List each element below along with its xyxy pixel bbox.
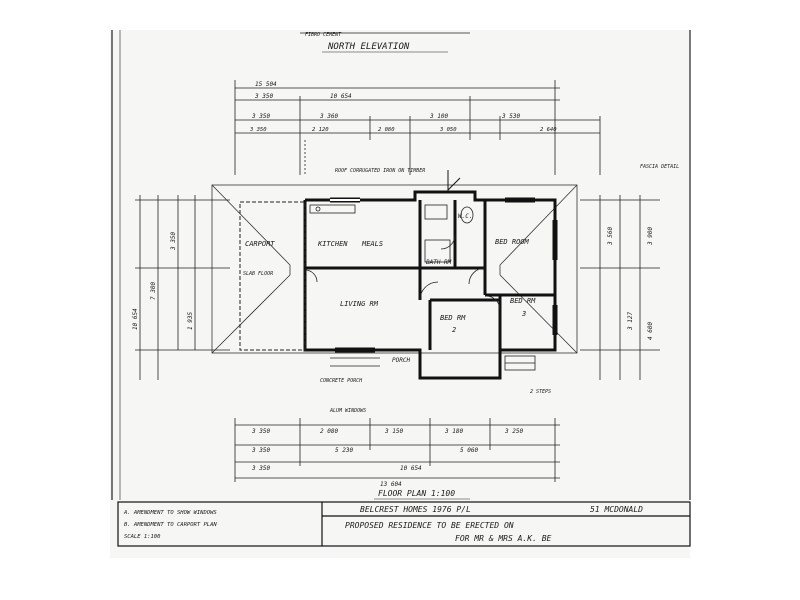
room-lounge: LIVING RM bbox=[340, 300, 379, 308]
title-owner: FOR MR & MRS A.K. BE bbox=[455, 534, 552, 543]
room-bed2-num: 2 bbox=[452, 326, 456, 334]
porch-steps bbox=[330, 355, 536, 371]
dim-bottom-r1-b: 2 080 bbox=[320, 428, 338, 435]
dim-top-overall: 15 504 bbox=[255, 81, 277, 88]
right-dimensions bbox=[580, 195, 660, 380]
dim-right-a: 3 560 bbox=[607, 227, 614, 246]
dim-left-a: 10 654 bbox=[132, 308, 139, 330]
porch-note: CONCRETE PORCH bbox=[320, 378, 363, 384]
door-swings bbox=[304, 234, 501, 311]
dim-bottom-r1-e: 3 250 bbox=[504, 428, 523, 435]
room-bed1: BED ROOM bbox=[495, 238, 530, 246]
dim-top-row3-a: 3 350 bbox=[249, 127, 267, 133]
dim-bottom-r2-a: 3 350 bbox=[251, 447, 270, 454]
revision-scale: SCALE 1:100 bbox=[124, 534, 161, 540]
room-wc: W.C. bbox=[458, 213, 472, 220]
drawing-paper bbox=[110, 30, 690, 558]
title-description: PROPOSED RESIDENCE TO BE ERECTED ON bbox=[345, 521, 514, 530]
elevation-header: FIBRO CEMENT NORTH ELEVATION bbox=[300, 32, 470, 53]
fixtures bbox=[309, 204, 474, 263]
left-dimensions bbox=[135, 195, 230, 380]
room-bath: BATH RM bbox=[426, 259, 452, 266]
dim-bottom-overall: 13 604 bbox=[380, 481, 402, 488]
dim-bottom-r3-b: 10 654 bbox=[400, 465, 422, 472]
revision-a: A. AMENDMENT TO SHOW WINDOWS bbox=[123, 510, 217, 516]
right-note: FASCIA DETAIL bbox=[640, 164, 679, 170]
windows bbox=[330, 197, 558, 353]
dim-top-row3-b: 2 120 bbox=[312, 127, 329, 133]
title-address: 51 MCDONALD bbox=[590, 505, 643, 514]
dim-bottom-r1-d: 3 180 bbox=[444, 428, 463, 435]
room-carport: CARPORT bbox=[245, 240, 275, 248]
dim-bottom-r2-c: 5 060 bbox=[460, 447, 478, 454]
roof-outline bbox=[211, 184, 578, 354]
dim-bottom-r3-a: 3 350 bbox=[251, 465, 270, 472]
dim-right-c: 3 900 bbox=[647, 227, 654, 246]
elevation-title: NORTH ELEVATION bbox=[327, 42, 410, 52]
roof-note: ROOF CORRUGATED IRON ON TIMBER bbox=[335, 168, 425, 174]
dim-top-row1-b: 10 654 bbox=[330, 93, 352, 100]
dim-bottom-r1-a: 3 350 bbox=[251, 428, 270, 435]
dim-right-d: 4 600 bbox=[647, 322, 654, 340]
dim-top-row1-a: 3 350 bbox=[254, 93, 273, 100]
dim-left-b: 7 300 bbox=[150, 282, 157, 300]
dim-right-b: 3 127 bbox=[627, 312, 634, 331]
walls bbox=[303, 190, 557, 380]
room-porch: PORCH bbox=[392, 357, 410, 364]
dim-left-c: 3 350 bbox=[170, 232, 177, 251]
dim-bottom-r2-b: 5 230 bbox=[335, 447, 353, 454]
room-bed3: BED RM bbox=[510, 297, 536, 305]
section-marker bbox=[447, 170, 461, 192]
bottom-dimensions bbox=[234, 418, 560, 482]
revision-b: B. AMENDMENT TO CARPORT PLAN bbox=[124, 522, 217, 528]
dim-bottom-r1-c: 3 150 bbox=[384, 428, 403, 435]
title-block bbox=[117, 501, 691, 547]
title-company: BELCREST HOMES 1976 P/L bbox=[360, 505, 471, 514]
dim-top-row2-a: 3 350 bbox=[251, 113, 270, 120]
room-bed3-num: 3 bbox=[521, 310, 526, 318]
window-note: ALUM WINDOWS bbox=[329, 408, 366, 414]
step-note: 2 STEPS bbox=[530, 389, 551, 395]
elevation-note: FIBRO CEMENT bbox=[305, 32, 342, 38]
dim-top-row3-d: 3 050 bbox=[439, 127, 457, 133]
dim-top-row3-c: 2 080 bbox=[378, 127, 395, 133]
dim-top-row2-d: 3 530 bbox=[501, 113, 520, 120]
sheet-borders bbox=[111, 30, 691, 500]
carport-outline bbox=[239, 201, 306, 351]
dim-top-row2-b: 3 360 bbox=[319, 113, 338, 120]
dim-top-row3-e: 2 640 bbox=[540, 127, 557, 133]
room-bed2: BED RM bbox=[440, 314, 466, 322]
dim-top-row2-c: 3 100 bbox=[429, 113, 448, 120]
carport-note: SLAB FLOOR bbox=[243, 271, 273, 277]
room-kitchen-sub: MEALS bbox=[361, 240, 383, 248]
room-kitchen: KITCHEN bbox=[317, 240, 348, 248]
top-dimensions bbox=[234, 80, 601, 175]
plan-title: FLOOR PLAN 1:100 bbox=[378, 489, 455, 498]
dim-left-d: 1 935 bbox=[187, 312, 194, 330]
